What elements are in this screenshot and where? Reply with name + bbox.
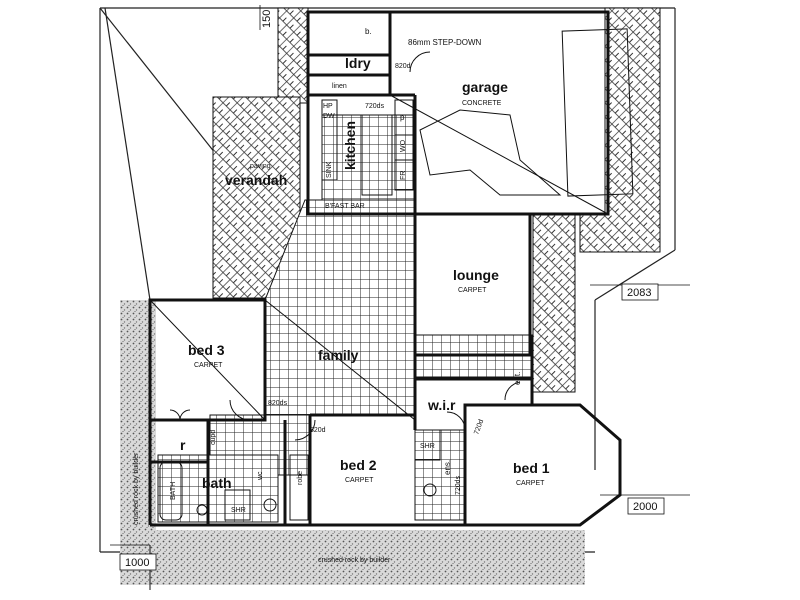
door-swing-4	[446, 411, 466, 431]
toilet-ensuite	[423, 483, 437, 497]
pantry-label: p	[400, 113, 405, 122]
garage-floor-label: CONCRETE	[462, 100, 502, 107]
robe-box	[289, 454, 309, 521]
bath-label: bath	[202, 475, 232, 491]
robe-label: robe	[297, 471, 304, 485]
dimension-1000-box	[119, 553, 157, 571]
dimension-labels: 150 2083 2000 1000	[119, 10, 665, 571]
shower-bath	[224, 489, 251, 521]
sink-label: SINK	[326, 161, 333, 178]
door-720d-wir: 720d	[473, 419, 485, 436]
door-swing-3	[294, 419, 316, 441]
crushed-rock-south	[120, 530, 585, 585]
bed1-floor-label: CARPET	[516, 480, 545, 487]
dimension-1000: 1000	[125, 557, 149, 569]
door-720ds-ens: 720ds	[455, 475, 462, 495]
linen-label: linen	[332, 83, 347, 90]
verandah-label: verandah	[225, 172, 287, 188]
b-label: b.	[365, 27, 372, 36]
paving-garage-west	[277, 7, 309, 104]
bed3-label: bed 3	[188, 342, 225, 358]
dimension-150: 150	[261, 10, 273, 28]
dimension-2000: 2000	[633, 501, 657, 513]
bed2-floor-label: CARPET	[345, 477, 374, 484]
fixtures	[149, 28, 634, 590]
robe-doors	[169, 409, 191, 421]
annotations: 86mm STEP-DOWN B'FAST BAR crushed rock b…	[133, 27, 485, 564]
r-label: r	[180, 437, 186, 453]
crushed-rock-south-label: crushed rock by builder	[318, 557, 391, 564]
cupd-label: cupd	[210, 430, 217, 445]
wir-label: w.i.r	[427, 397, 456, 413]
step-down-label: 86mm STEP-DOWN	[408, 38, 482, 47]
door-swing-2	[229, 399, 251, 421]
door-820d-bed2: 820d	[310, 427, 326, 434]
door-swing-1	[409, 51, 431, 73]
crushed-rock-west-label: crushed rock by builder	[133, 452, 140, 525]
kitchen-tiles	[321, 114, 415, 201]
fr-label: FR	[400, 171, 407, 180]
kitchen-label: kitchen	[342, 121, 358, 170]
shower-ensuite	[414, 429, 441, 461]
lounge-walls	[413, 212, 532, 357]
bed3-floor-label: CARPET	[194, 362, 223, 369]
fridge	[394, 159, 414, 191]
paving-east-strip	[532, 213, 576, 393]
dimension-2083-box	[621, 283, 659, 301]
bed2-label: bed 2	[340, 457, 377, 473]
kitchen-island	[361, 114, 393, 196]
door-swing-5	[504, 381, 521, 401]
paving-areas	[212, 7, 661, 393]
hp-label: HP	[323, 103, 333, 110]
door-820ds-hall: 820ds	[268, 400, 288, 407]
ent-label: ent.	[513, 372, 522, 385]
paving-label: paving	[250, 163, 271, 170]
shr-ensuite-label: SHR	[420, 443, 435, 450]
wo-label: WO	[400, 139, 407, 152]
ldry-label: ldry	[345, 55, 371, 71]
dw-label: DW	[323, 113, 335, 120]
ens-label: ens.	[443, 460, 452, 475]
door-720ds-kitchen: 720ds	[365, 103, 385, 110]
bed1-label: bed 1	[513, 460, 550, 476]
bath-tiles	[157, 454, 279, 523]
toilet-hall	[263, 498, 277, 512]
dimension-2083: 2083	[627, 287, 651, 299]
crushed-rock-areas	[120, 300, 585, 585]
wc-label: wc	[257, 471, 264, 481]
lounge-floor-label: CARPET	[458, 287, 487, 294]
garage-label: garage	[462, 79, 508, 95]
shr-bath-label: SHR	[231, 507, 246, 514]
family-label: family	[318, 347, 359, 363]
kitchen-bench	[321, 99, 338, 181]
dimension-2000-box	[627, 497, 665, 515]
car-outline	[561, 28, 634, 197]
room-labels: garage CONCRETE lounge CARPET family bed…	[188, 55, 550, 491]
garage-roof-lines	[419, 109, 562, 196]
door-820d-ldry: 820d	[395, 63, 411, 70]
bath-tub	[159, 461, 183, 521]
bath-fixture-label: BATH	[170, 482, 177, 500]
basin-bath	[196, 504, 208, 516]
lounge-label: lounge	[453, 267, 499, 283]
bfast-bar-label: B'FAST BAR	[325, 203, 365, 210]
